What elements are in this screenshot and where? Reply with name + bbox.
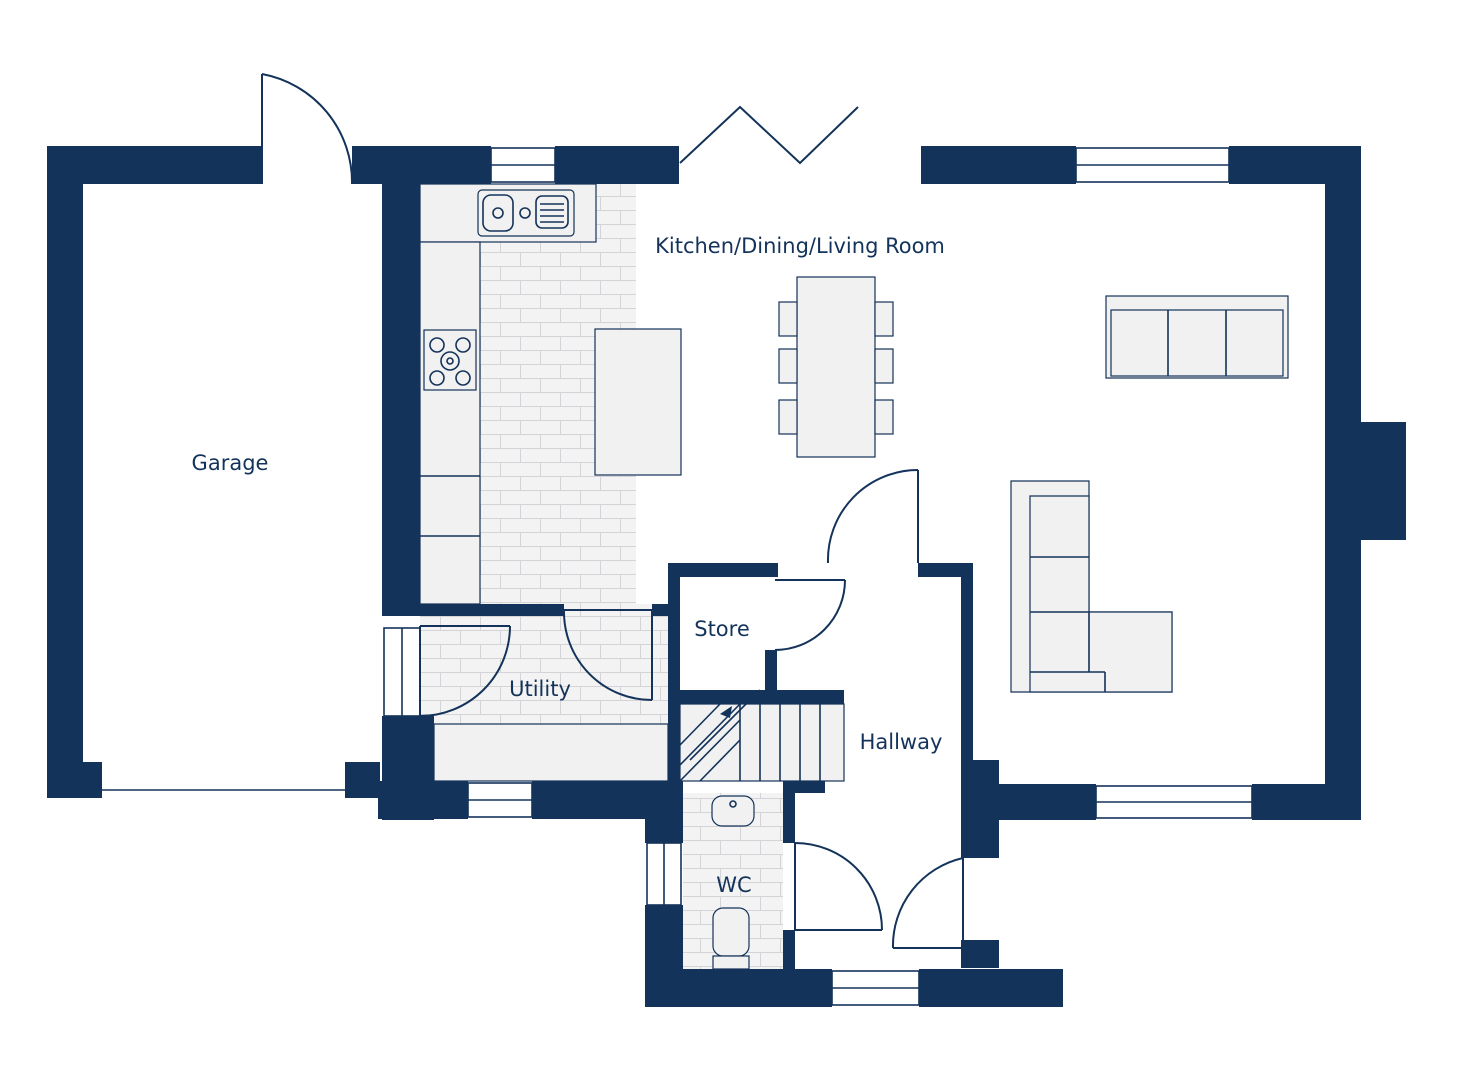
room-labels: Garage Kitchen/Dining/Living Room Store … [192,234,945,897]
room-label-wc: WC [716,873,751,897]
dining-table [796,276,876,458]
room-label-hallway: Hallway [860,730,943,754]
dining-chair [778,301,894,435]
room-label-store: Store [694,617,750,641]
walls [47,146,1406,1007]
toilet-icon [712,907,750,970]
windows [383,147,1253,1006]
staircase [679,689,845,782]
room-label-kitchen: Kitchen/Dining/Living Room [655,234,945,258]
sink-icon [477,189,575,237]
doors [102,73,964,949]
dining-set [778,276,894,458]
room-label-utility: Utility [509,677,571,701]
three-seat-sofa [1105,295,1289,379]
utility-worktop [433,723,669,782]
kitchen-fixtures [419,183,682,605]
corner-sofa [1010,480,1173,693]
basin-icon [711,795,755,827]
kitchen-island [594,328,682,476]
room-label-garage: Garage [192,451,269,475]
bifold-door-icon [679,105,859,165]
hob-icon [423,329,477,391]
